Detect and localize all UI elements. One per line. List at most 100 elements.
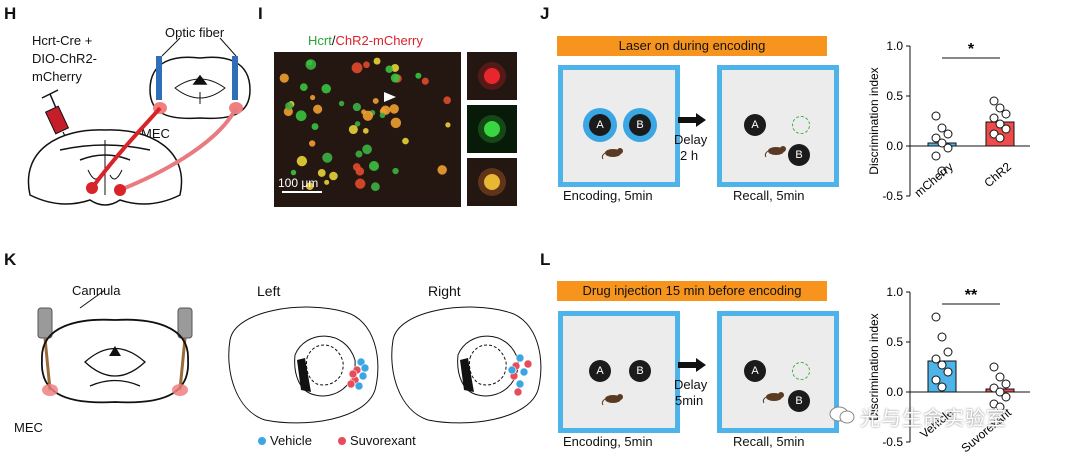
mec-label-k: MEC bbox=[14, 420, 43, 435]
y-axis-label: Discrimination index bbox=[867, 313, 881, 420]
legend-suvorexant-label: Suvorexant bbox=[350, 433, 416, 448]
vehicle-placement-dot bbox=[354, 381, 364, 391]
cell-body bbox=[370, 182, 380, 192]
cell-body bbox=[402, 137, 409, 145]
cell-body bbox=[295, 110, 307, 122]
vehicle-placement-dot bbox=[519, 367, 529, 377]
cell-body bbox=[389, 104, 399, 114]
vehicle-placement-dot bbox=[358, 371, 368, 381]
optic-fiber-icon bbox=[156, 37, 238, 100]
panel-label-k: K bbox=[4, 250, 17, 269]
object-b: B bbox=[629, 114, 651, 136]
cell-body bbox=[322, 152, 333, 163]
data-point bbox=[931, 312, 941, 322]
placement-map-left bbox=[228, 306, 379, 424]
data-point bbox=[937, 166, 947, 176]
inset-merge bbox=[467, 158, 517, 206]
data-point bbox=[943, 129, 953, 139]
title-hcrt: Hcrt bbox=[308, 33, 332, 48]
data-point bbox=[931, 151, 941, 161]
delay-label-l2: 5min bbox=[675, 393, 704, 408]
cell-body bbox=[296, 155, 308, 167]
data-point bbox=[995, 103, 1005, 113]
delay-label-j2: 2 h bbox=[680, 148, 699, 163]
cell-body bbox=[380, 105, 391, 116]
data-point bbox=[1001, 379, 1011, 389]
panel-label-i: I bbox=[258, 4, 263, 23]
legend-vehicle-label: Vehicle bbox=[270, 433, 312, 448]
cell-body bbox=[279, 73, 289, 83]
data-point bbox=[1001, 124, 1011, 134]
vehicle-placement-dot bbox=[507, 365, 517, 375]
cell-body bbox=[317, 169, 326, 177]
cell-body bbox=[329, 171, 338, 181]
cell-body bbox=[351, 62, 363, 74]
cell-body bbox=[306, 60, 313, 66]
cell-body bbox=[385, 65, 393, 73]
y-tick-label: 0.5 bbox=[886, 89, 903, 103]
data-point bbox=[931, 375, 941, 385]
suvorexant-placement-dot bbox=[513, 387, 523, 397]
y-tick-label: -0.5 bbox=[882, 435, 903, 449]
object-b: B bbox=[629, 360, 651, 382]
watermark-text: 光与生命实验室 bbox=[860, 408, 1007, 430]
suvorexant-placement-dot bbox=[523, 359, 533, 369]
x-tick-label: ChR2 bbox=[981, 159, 1014, 190]
mouse-icon bbox=[762, 392, 784, 404]
cell-body bbox=[437, 165, 447, 175]
recall-label-j: Recall, 5min bbox=[733, 188, 805, 203]
encoding-label-j: Encoding, 5min bbox=[563, 188, 653, 203]
cell-body bbox=[390, 117, 402, 129]
construct-label-line3: mCherry bbox=[32, 69, 82, 84]
micrograph-title: Hcrt/ChR2-mCherry bbox=[308, 33, 423, 48]
arena-encoding-j: A B bbox=[558, 65, 680, 187]
cell-body bbox=[313, 104, 323, 114]
micrograph-cells bbox=[279, 57, 451, 193]
significance-mark: ** bbox=[965, 287, 978, 304]
cell-body bbox=[379, 112, 386, 119]
vehicle-placement-dot bbox=[360, 363, 370, 373]
legend-suvorexant-marker bbox=[338, 437, 346, 445]
data-point bbox=[937, 332, 947, 342]
title-mcherry: ChR2-mCherry bbox=[335, 33, 423, 48]
vehicle-placement-dot bbox=[515, 379, 525, 389]
cell-body bbox=[443, 96, 451, 105]
micrograph-main: 100 μm bbox=[274, 52, 461, 207]
legend-vehicle-marker bbox=[258, 437, 266, 445]
suvorexant-placement-dot bbox=[346, 379, 356, 389]
data-point bbox=[1001, 392, 1011, 402]
cell-body bbox=[352, 102, 362, 112]
placement-map-right bbox=[391, 306, 542, 424]
panel-label-h: H bbox=[4, 4, 17, 23]
y-tick-label: 0.5 bbox=[886, 335, 903, 349]
object-b-recall: B bbox=[788, 144, 810, 166]
object-a: A bbox=[589, 114, 611, 136]
cell-body bbox=[299, 83, 308, 91]
y-tick-label: -0.5 bbox=[882, 189, 903, 203]
encoding-label-l: Encoding, 5min bbox=[563, 434, 653, 449]
delay-label-j1: Delay bbox=[674, 132, 708, 147]
cell-body bbox=[362, 144, 372, 155]
cell-body bbox=[390, 73, 400, 83]
moved-location bbox=[792, 362, 810, 380]
object-b-recall: B bbox=[788, 390, 810, 412]
construct-label-line1: Hcrt-Cre + bbox=[32, 33, 93, 48]
mouse-icon bbox=[601, 148, 623, 160]
data-point bbox=[931, 111, 941, 121]
cell-body bbox=[372, 97, 379, 104]
object-a-recall: A bbox=[744, 114, 766, 136]
arrowhead-icon bbox=[384, 92, 396, 102]
construct-label-line2: DIO-ChR2- bbox=[32, 51, 98, 66]
cell-body bbox=[368, 160, 380, 172]
mouse-icon bbox=[601, 394, 623, 406]
cell-body bbox=[355, 150, 363, 158]
data-point bbox=[989, 96, 999, 106]
banner-laser: Laser on during encoding bbox=[557, 36, 827, 56]
significance-mark: * bbox=[968, 41, 975, 58]
cell-body bbox=[338, 100, 345, 107]
cell-body bbox=[362, 110, 374, 121]
cell-body bbox=[305, 182, 314, 190]
inset-green bbox=[467, 105, 517, 153]
delay-arrow-icon-l bbox=[678, 358, 706, 372]
